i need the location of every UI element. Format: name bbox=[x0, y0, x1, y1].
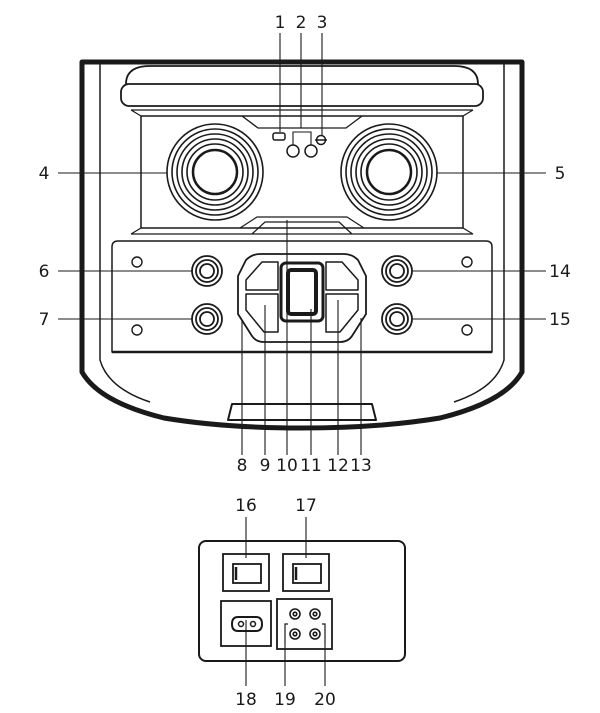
label-5: 5 bbox=[555, 164, 566, 184]
handle-bar bbox=[120, 83, 484, 107]
screw bbox=[461, 256, 473, 268]
button-center bbox=[279, 261, 325, 323]
speaker-panel bbox=[140, 115, 464, 229]
label-9: 9 bbox=[260, 456, 271, 476]
cabinet-outline bbox=[79, 59, 525, 431]
rear-panel bbox=[198, 540, 406, 662]
label-19: 19 bbox=[274, 690, 296, 710]
label-11: 11 bbox=[300, 456, 322, 476]
rear-leader-lines bbox=[245, 517, 326, 686]
control-panel bbox=[111, 240, 493, 353]
rca-block bbox=[276, 598, 333, 650]
label-13: 13 bbox=[350, 456, 372, 476]
label-4: 4 bbox=[39, 164, 50, 184]
switch-17 bbox=[282, 553, 330, 592]
front-panel bbox=[79, 59, 525, 431]
panel-top-bevel bbox=[130, 109, 474, 117]
top-handle bbox=[125, 65, 479, 85]
cabinet-inner-right bbox=[453, 64, 505, 403]
button-center-inner bbox=[286, 268, 318, 316]
knob-15 bbox=[381, 303, 413, 335]
screw bbox=[131, 256, 143, 268]
label-3: 3 bbox=[317, 13, 328, 33]
label-16: 16 bbox=[235, 496, 257, 516]
label-10: 10 bbox=[276, 456, 298, 476]
speaker-right bbox=[340, 123, 438, 221]
label-20: 20 bbox=[314, 690, 336, 710]
label-15: 15 bbox=[549, 310, 571, 330]
knob-14 bbox=[381, 255, 413, 287]
label-6: 6 bbox=[39, 262, 50, 282]
knob-6 bbox=[191, 255, 223, 287]
screw bbox=[131, 324, 143, 336]
callout-labels: 1 2 3 4 6 7 5 14 15 8 9 10 11 12 13 16 1… bbox=[39, 13, 571, 710]
label-12: 12 bbox=[327, 456, 349, 476]
button-left-lower bbox=[245, 293, 279, 333]
button-left-upper bbox=[245, 261, 279, 291]
indicator-led bbox=[272, 132, 286, 141]
label-14: 14 bbox=[549, 262, 571, 282]
button-right-upper bbox=[325, 261, 359, 291]
button-right-lower bbox=[325, 293, 359, 333]
panel-top-notch bbox=[241, 115, 363, 129]
label-7: 7 bbox=[39, 310, 50, 330]
knob-7 bbox=[191, 303, 223, 335]
screw bbox=[461, 324, 473, 336]
mic-jack-1 bbox=[286, 144, 300, 158]
bottom-foot bbox=[227, 403, 377, 421]
mic-jack-2 bbox=[304, 144, 318, 158]
panel-bottom-bevel bbox=[130, 216, 474, 235]
rear-panel-outline bbox=[198, 540, 406, 662]
leader-lines bbox=[58, 33, 546, 455]
switch-16 bbox=[222, 553, 270, 592]
cabinet-inner-left bbox=[99, 64, 151, 403]
label-8: 8 bbox=[237, 456, 248, 476]
label-2: 2 bbox=[296, 13, 307, 33]
label-17: 17 bbox=[295, 496, 317, 516]
rca-jacks bbox=[289, 608, 321, 640]
label-1: 1 bbox=[275, 13, 286, 33]
button-cluster-frame bbox=[237, 253, 367, 343]
speaker-left bbox=[166, 123, 264, 221]
label-18: 18 bbox=[235, 690, 257, 710]
